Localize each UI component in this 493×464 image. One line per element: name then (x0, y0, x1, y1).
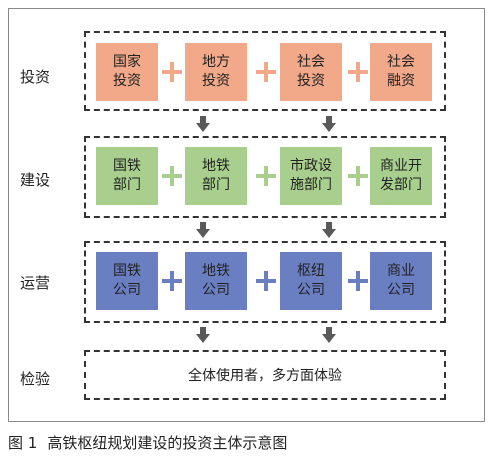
investment-group (84, 31, 446, 111)
plus-icon (256, 166, 276, 186)
box-hub-company: 枢纽 公司 (280, 252, 342, 310)
figure-number: 图 1 (8, 434, 38, 452)
stage-label-investment: 投资 (20, 68, 51, 86)
box-local-investment: 地方 投资 (185, 43, 247, 101)
figure-caption: 图 1 高铁枢纽规划建设的投资主体示意图 (8, 432, 287, 453)
down-arrow-icon (322, 222, 336, 238)
plus-icon (348, 166, 368, 186)
box-commercial-company: 商业 公司 (370, 252, 432, 310)
figure-title: 高铁枢纽规划建设的投资主体示意图 (47, 434, 288, 452)
plus-icon (256, 271, 276, 291)
construction-group (84, 136, 446, 218)
plus-icon (348, 62, 368, 82)
plus-icon (162, 271, 182, 291)
box-national-railway-company: 国铁 公司 (96, 252, 158, 310)
plus-icon (162, 62, 182, 82)
down-arrow-icon (196, 116, 210, 132)
box-metro-dept: 地铁 部门 (185, 147, 247, 205)
box-national-railway-dept: 国铁 部门 (96, 147, 158, 205)
box-national-investment: 国家 投资 (96, 43, 158, 101)
down-arrow-icon (196, 327, 210, 343)
box-municipal-facilities-dept: 市政设 施部门 (280, 147, 342, 205)
down-arrow-icon (322, 116, 336, 132)
box-social-investment: 社会 投资 (280, 43, 342, 101)
verification-text: 全体使用者，多方面体验 (188, 368, 342, 384)
verification-group: 全体使用者，多方面体验 (84, 350, 446, 400)
box-social-financing: 社会 融资 (370, 43, 432, 101)
plus-icon (162, 166, 182, 186)
plus-icon (256, 62, 276, 82)
down-arrow-icon (196, 222, 210, 238)
operation-group (84, 241, 446, 323)
stage-label-verification: 检验 (20, 370, 51, 388)
stage-label-construction: 建设 (20, 171, 51, 189)
stage-label-operation: 运营 (20, 274, 51, 292)
plus-icon (348, 271, 368, 291)
box-metro-company: 地铁 公司 (185, 252, 247, 310)
box-commercial-development-dept: 商业开 发部门 (370, 147, 432, 205)
down-arrow-icon (322, 327, 336, 343)
